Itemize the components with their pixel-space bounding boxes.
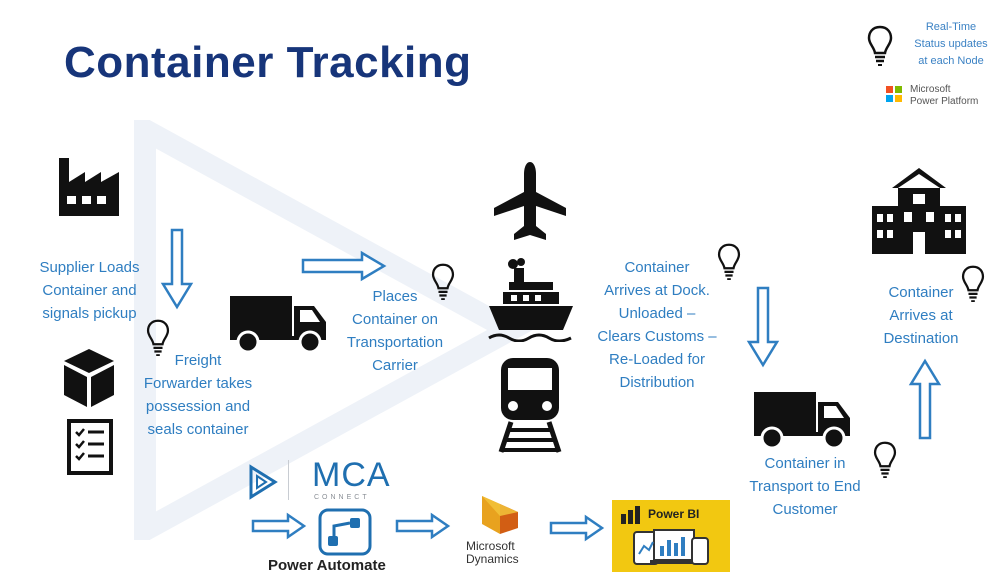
power-bi-label: Power BI bbox=[648, 507, 700, 521]
train-icon bbox=[498, 358, 562, 453]
power-bi-logo: Power BI bbox=[612, 500, 730, 572]
legend-text: Real-Time Status updates at each Node bbox=[914, 21, 988, 67]
lightbulb-icon bbox=[867, 25, 893, 66]
background-triangle bbox=[134, 120, 533, 540]
step-dock-text: Container Arrives at Dock. Unloaded – Cl… bbox=[597, 259, 717, 391]
building-icon bbox=[872, 168, 966, 254]
power-platform-label: Microsoft Power Platform bbox=[910, 84, 979, 107]
right-arrow-icon bbox=[395, 512, 451, 540]
dynamics-logo-icon bbox=[482, 496, 518, 534]
logo-tile bbox=[886, 86, 893, 93]
lightbulb-icon bbox=[431, 263, 455, 300]
power-bi-bars-icon bbox=[621, 506, 640, 524]
lightbulb-icon bbox=[717, 243, 741, 280]
right-arrow-icon bbox=[301, 250, 387, 282]
mca-connect-logo: MCA CONNECT bbox=[248, 456, 408, 506]
page-title: Container Tracking bbox=[64, 38, 472, 87]
airplane-icon bbox=[494, 162, 566, 240]
logo-divider bbox=[288, 460, 289, 500]
right-arrow-icon bbox=[549, 514, 605, 542]
down-arrow-icon bbox=[160, 228, 194, 310]
step-places-text: Places Container on Transportation Carri… bbox=[346, 288, 444, 374]
lightbulb-icon bbox=[146, 319, 170, 356]
lightbulb-icon bbox=[961, 265, 985, 302]
step-freight-text: Freight Forwarder takes possession and s… bbox=[143, 352, 253, 438]
mca-logo-subtext: CONNECT bbox=[314, 494, 370, 501]
checklist-icon bbox=[67, 419, 113, 475]
mca-play-icon bbox=[249, 464, 278, 500]
down-arrow-icon bbox=[746, 286, 780, 368]
power-automate-label: Power Automate bbox=[268, 557, 386, 574]
truck-icon bbox=[230, 296, 326, 354]
dynamics-label: Microsoft Dynamics bbox=[466, 539, 519, 566]
lightbulb-icon bbox=[873, 441, 897, 478]
package-icon bbox=[64, 349, 114, 407]
right-arrow-icon bbox=[251, 512, 307, 540]
logo-tile bbox=[895, 95, 902, 102]
up-arrow-icon bbox=[908, 358, 942, 440]
step-transport-text: Container in Transport to End Customer bbox=[749, 455, 861, 518]
mca-logo-text: MCA bbox=[312, 456, 391, 494]
truck-icon bbox=[754, 392, 850, 450]
ship-icon bbox=[488, 258, 573, 342]
factory-icon bbox=[59, 158, 119, 216]
devices-icon bbox=[633, 529, 709, 565]
logo-tile bbox=[886, 95, 893, 102]
logo-tile bbox=[895, 86, 902, 93]
step-destination-text: Container Arrives at Destination bbox=[883, 284, 959, 347]
step-supplier-text: Supplier Loads Container and signals pic… bbox=[39, 259, 140, 322]
microsoft-logo-icon bbox=[886, 86, 902, 102]
power-automate-icon bbox=[318, 508, 372, 556]
legend: Real-Time Status updates at each Node Mi… bbox=[860, 18, 1000, 113]
